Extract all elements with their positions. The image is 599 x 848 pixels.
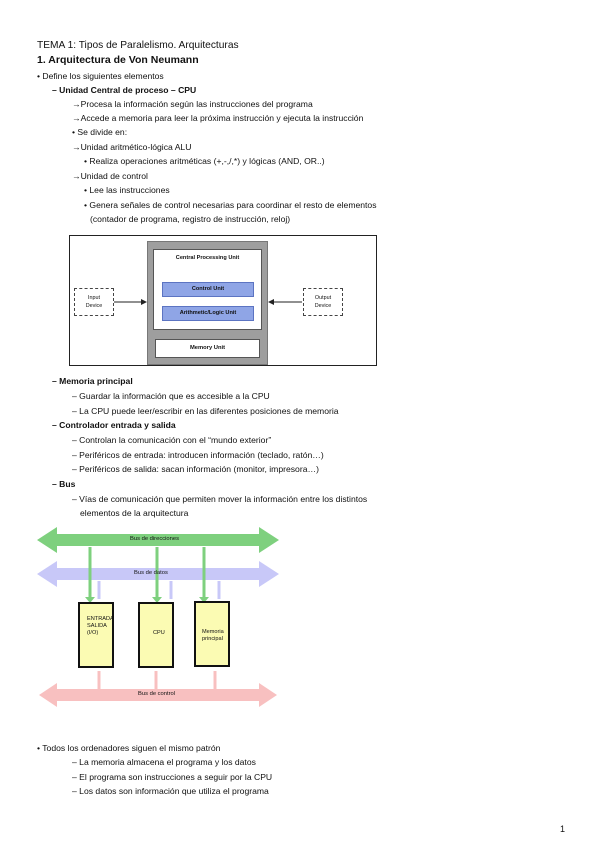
list-item: • Se divide en: bbox=[72, 127, 128, 137]
memory-unit-box: Memory Unit bbox=[155, 339, 260, 358]
cpu-diagram: Input Device Central Processing Unit Con… bbox=[69, 235, 377, 366]
list-item: – La memoria almacena el programa y los … bbox=[72, 757, 256, 767]
section-heading: 1. Arquitectura de Von Neumann bbox=[37, 54, 199, 66]
list-item: →Unidad aritmético-lógica ALU bbox=[72, 142, 192, 152]
list-item: elementos de la arquitectura bbox=[80, 508, 189, 518]
list-item: • Lee las instrucciones bbox=[84, 185, 170, 195]
memory-box-label: principal bbox=[202, 636, 223, 642]
control-unit-box: Control Unit bbox=[162, 282, 254, 297]
list-item: – El programa son instrucciones a seguir… bbox=[72, 772, 273, 782]
page-number: 1 bbox=[559, 824, 565, 834]
list-item: • Realiza operaciones aritméticas (+,-,/… bbox=[84, 156, 325, 166]
output-device-box: Output Device bbox=[303, 288, 343, 316]
cpu-inner-panel: Central Processing Unit Control Unit Ari… bbox=[153, 249, 262, 330]
bus-arrows bbox=[37, 527, 279, 707]
list-item: – Guardar la información que es accesibl… bbox=[72, 391, 270, 401]
list-item: – Los datos son información que utiliza … bbox=[72, 786, 269, 796]
doc-title: TEMA 1: Tipos de Paralelismo. Arquitectu… bbox=[37, 40, 239, 51]
list-item: →Accede a memoria para leer la próxima i… bbox=[72, 113, 364, 123]
io-box-label: SALIDA bbox=[87, 623, 107, 629]
bus-heading: – Bus bbox=[52, 479, 76, 489]
list-item: • Genera señales de control necesarias p… bbox=[84, 200, 377, 210]
list-item: – Vías de comunicación que permiten move… bbox=[72, 494, 368, 504]
alu-box: Arithmetic/Logic Unit bbox=[162, 306, 254, 321]
io-box-label: (I/O) bbox=[87, 630, 99, 636]
memory-heading: – Memoria principal bbox=[52, 376, 133, 386]
cpu-heading: – Unidad Central de proceso – CPU bbox=[52, 85, 197, 95]
list-item: – La CPU puede leer/escribir en las dife… bbox=[72, 406, 339, 416]
control-bus-label: Bus de control bbox=[138, 691, 176, 697]
input-device-label: Input bbox=[88, 295, 100, 301]
data-bus-label: Bus de datos bbox=[134, 570, 168, 576]
output-device-label: Output bbox=[314, 295, 332, 301]
list-item: (contador de programa, registro de instr… bbox=[90, 214, 291, 224]
pattern-bullet: • Todos los ordenadores siguen el mismo … bbox=[37, 743, 221, 753]
cpu-title: Central Processing Unit bbox=[175, 255, 240, 261]
list-item: – Periféricos de salida: sacan informaci… bbox=[72, 464, 319, 474]
connector-arrows bbox=[114, 299, 302, 305]
address-bus-label: Bus de direcciones bbox=[130, 536, 179, 542]
io-box-label: ENTRADA bbox=[87, 616, 114, 622]
list-item: →Procesa la información según las instru… bbox=[72, 99, 313, 109]
memory-box: Memoria principal bbox=[194, 601, 230, 667]
input-device-box: Input Device bbox=[74, 288, 114, 316]
io-heading: – Controlador entrada y salida bbox=[52, 420, 176, 430]
io-controller-box: ENTRADA SALIDA (I/O) bbox=[78, 602, 114, 668]
memory-box-label: Memoria bbox=[202, 629, 224, 635]
intro-bullet: • Define los siguientes elementos bbox=[37, 71, 164, 81]
cpu-block: Central Processing Unit Control Unit Ari… bbox=[147, 241, 268, 365]
bus-diagram: Bus de direcciones Bus de datos Bus de c… bbox=[37, 523, 281, 715]
output-device-label: Device bbox=[314, 303, 332, 309]
cpu-box: CPU bbox=[138, 602, 174, 668]
list-item: – Controlan la comunicación con el “mund… bbox=[72, 435, 272, 445]
list-item: – Periféricos de entrada: introducen inf… bbox=[72, 450, 324, 460]
input-device-label: Device bbox=[85, 303, 103, 309]
cpu-box-label: CPU bbox=[153, 630, 165, 636]
list-item: →Unidad de control bbox=[72, 171, 148, 181]
